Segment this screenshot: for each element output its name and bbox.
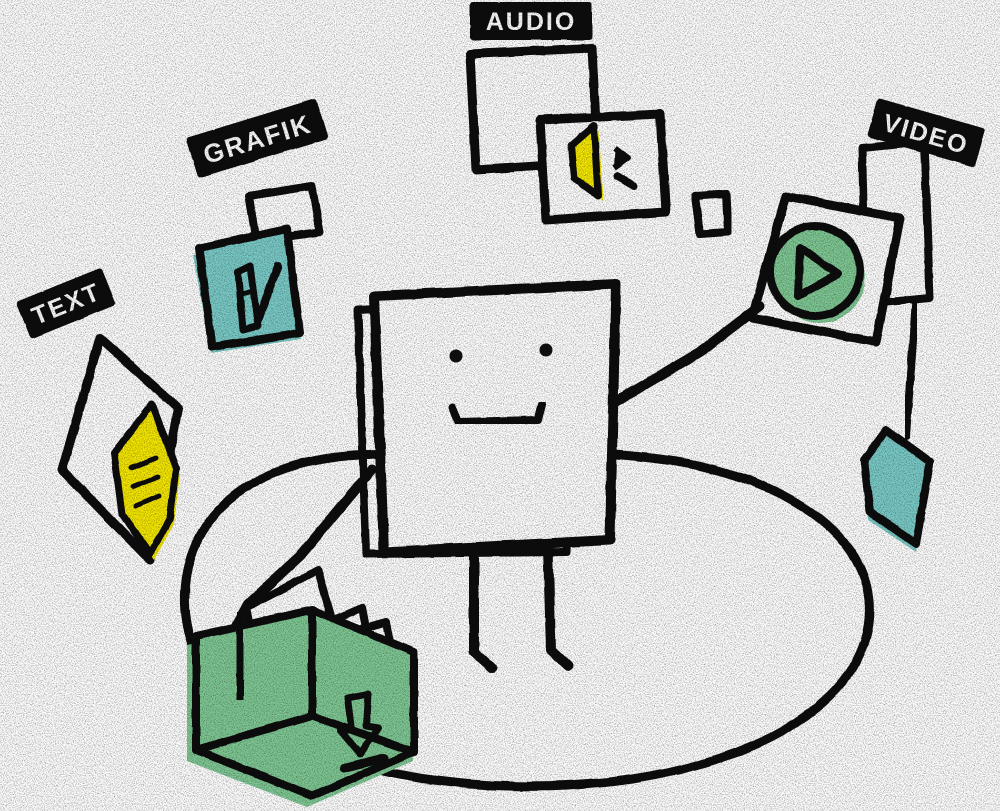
label-audio-caption: AUDIO bbox=[486, 8, 577, 36]
graphic-pencil-icon[interactable] bbox=[193, 225, 304, 353]
robot-eye-right bbox=[539, 343, 553, 357]
robot-eye-left bbox=[449, 349, 463, 363]
audio-speaker-icon[interactable] bbox=[535, 109, 671, 225]
label-audio[interactable]: AUDIO bbox=[470, 2, 592, 40]
